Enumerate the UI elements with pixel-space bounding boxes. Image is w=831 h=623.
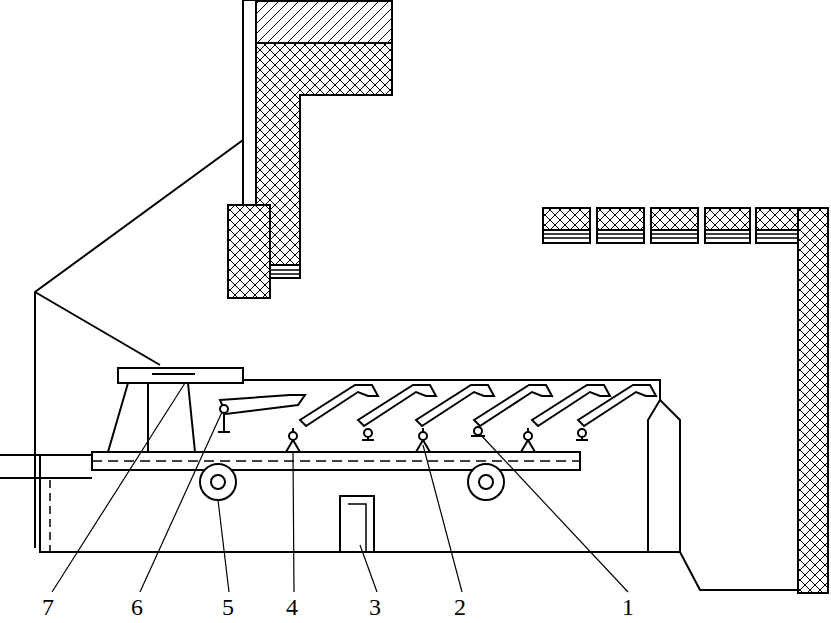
callout-number: 6	[130, 595, 144, 619]
callout-number: 2	[453, 595, 467, 619]
callout-number: 7	[41, 595, 55, 619]
callout-number: 1	[621, 595, 635, 619]
callout-number: 3	[368, 595, 382, 619]
callout-number: 5	[221, 595, 235, 619]
callout-number: 4	[285, 595, 299, 619]
